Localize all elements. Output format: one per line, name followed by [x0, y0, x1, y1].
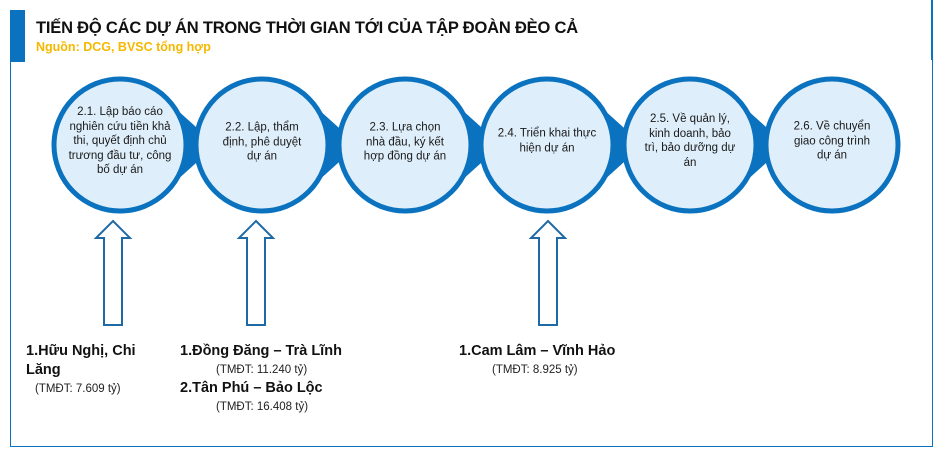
step-circle — [51, 76, 189, 214]
step-label-2-1: 2.1. Lập báo cáo nghiên cứu tiền khả thi… — [68, 105, 172, 176]
frame-border — [931, 0, 933, 60]
project-group-2-1: 1.Hữu Nghị, Chi Lăng (TMĐT: 7.609 tỷ) — [26, 342, 156, 398]
project-name: 1.Cam Lâm – Vĩnh Hảo — [459, 343, 616, 359]
project-cost: (TMĐT: 8.925 tỷ) — [492, 364, 578, 376]
step-circle — [193, 76, 331, 214]
up-arrow-icon — [528, 219, 568, 326]
project-cost: (TMĐT: 7.609 tỷ) — [35, 383, 121, 395]
project-name: 1.Hữu Nghị, Chi Lăng — [26, 343, 136, 378]
project-cost: (TMĐT: 11.240 tỷ) — [216, 364, 308, 376]
step-label-2-4: 2.4. Triển khai thực hiện dự án — [497, 127, 597, 155]
project-group-2-2: 1.Đồng Đăng – Trà Lĩnh (TMĐT: 11.240 tỷ)… — [180, 342, 380, 416]
source-note: Nguồn: DCG, BVSC tổng hợp — [36, 40, 211, 54]
project-name: 2.Tân Phú – Bảo Lộc — [180, 380, 323, 396]
step-circle — [763, 76, 901, 214]
step-circle — [621, 76, 759, 214]
page-title: TIẾN ĐỘ CÁC DỰ ÁN TRONG THỜI GIAN TỚI CỦ… — [36, 19, 578, 37]
title-accent-bar — [10, 10, 25, 62]
step-circle — [336, 76, 474, 214]
up-arrow-icon — [93, 219, 133, 326]
step-label-2-6: 2.6. Về chuyển giao công trình dự án — [793, 120, 871, 162]
step-label-2-2: 2.2. Lập, thẩm định, phê duyệt dự án — [222, 121, 302, 163]
step-label-2-5: 2.5. Về quản lý, kinh doanh, bảo trì, bả… — [644, 113, 736, 169]
up-arrow-icon — [236, 219, 276, 326]
project-group-2-4: 1.Cam Lâm – Vĩnh Hảo (TMĐT: 8.925 tỷ) — [459, 342, 659, 379]
frame-border — [10, 60, 933, 447]
project-name: 1.Đồng Đăng – Trà Lĩnh — [180, 343, 342, 359]
project-cost: (TMĐT: 16.408 tỷ) — [216, 401, 309, 413]
step-label-2-3: 2.3. Lựa chọn nhà đầu, ký kết hợp đồng d… — [363, 121, 447, 163]
step-circle — [478, 76, 616, 214]
